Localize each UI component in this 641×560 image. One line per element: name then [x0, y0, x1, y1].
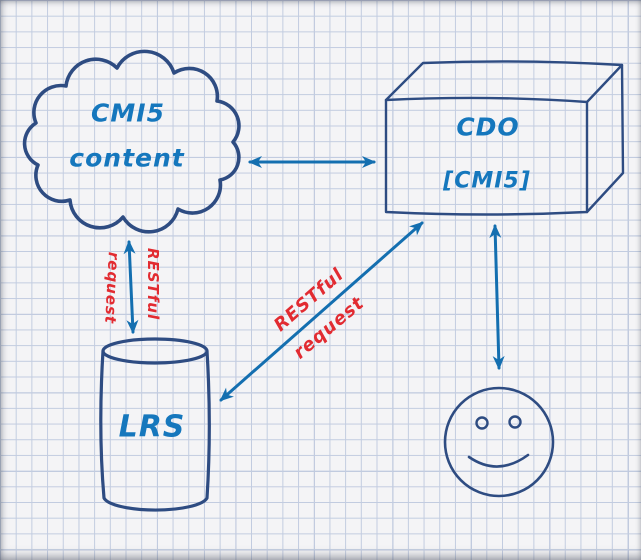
cylinder-shape: [99, 337, 211, 512]
box-shape: [384, 60, 625, 216]
cloud-shape: [22, 49, 241, 234]
cylinder-label: LRS: [118, 409, 186, 445]
edge-label-restful-vertical: RESTful: [144, 247, 162, 321]
arrow-box-user: [489, 224, 505, 370]
box-label-line2: [CMI5]: [443, 168, 531, 194]
cloud-label-line2: content: [69, 143, 185, 173]
smiley-face-icon: [443, 386, 555, 498]
box-label-line1: CDO: [456, 112, 520, 142]
edge-label-request-vertical: request: [101, 251, 123, 325]
cloud-label-line1: CMI5: [91, 98, 165, 128]
arrow-box-cylinder: [219, 221, 424, 402]
arrow-cloud-cylinder: [123, 240, 139, 334]
